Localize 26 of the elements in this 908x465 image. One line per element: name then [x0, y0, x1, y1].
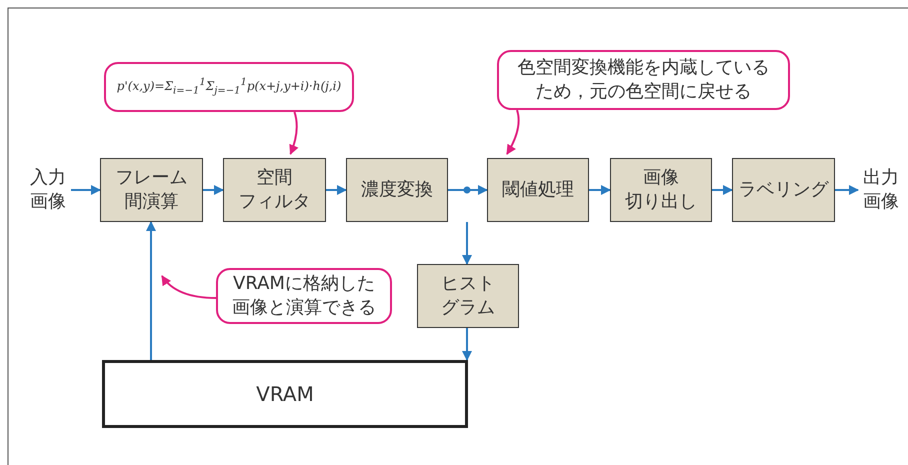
arrow [712, 185, 733, 195]
arrow [326, 185, 347, 195]
callout-pointer [506, 110, 520, 155]
arrow [146, 221, 156, 360]
process-box: フレーム間演算 [100, 158, 203, 222]
arrow [835, 185, 859, 195]
memory-box: VRAM [102, 360, 468, 428]
callout-pointer [289, 112, 298, 155]
process-box: 画像切り出し [610, 158, 712, 222]
process-box: 濃度変換 [346, 158, 448, 222]
process-box: ラベリング [732, 158, 835, 222]
arrow [589, 185, 611, 195]
callout-bubble: p'(x,y)=Σ$_{i=−1}$$^{1}$Σ$_{j=−1}$$^{1}$p(x+j,y+i)·h(j,i) [104, 62, 354, 112]
arrow [448, 185, 488, 195]
process-box: ヒストグラム [417, 264, 519, 328]
callout-bubble: 色空間変換機能を内蔵しているため，元の色空間に戻せる [497, 50, 790, 110]
output-label: 出力画像 [858, 158, 904, 222]
arrow [71, 185, 101, 195]
process-box: 空間フィルタ [223, 158, 326, 222]
arrow [462, 328, 472, 361]
arrow [203, 185, 224, 195]
callout-bubble: VRAMに格納した画像と演算できる [216, 268, 392, 324]
arrow [462, 222, 472, 265]
pointer-arrow [161, 275, 216, 299]
input-label: 入力画像 [25, 158, 71, 222]
process-box: 閾値処理 [487, 158, 589, 222]
